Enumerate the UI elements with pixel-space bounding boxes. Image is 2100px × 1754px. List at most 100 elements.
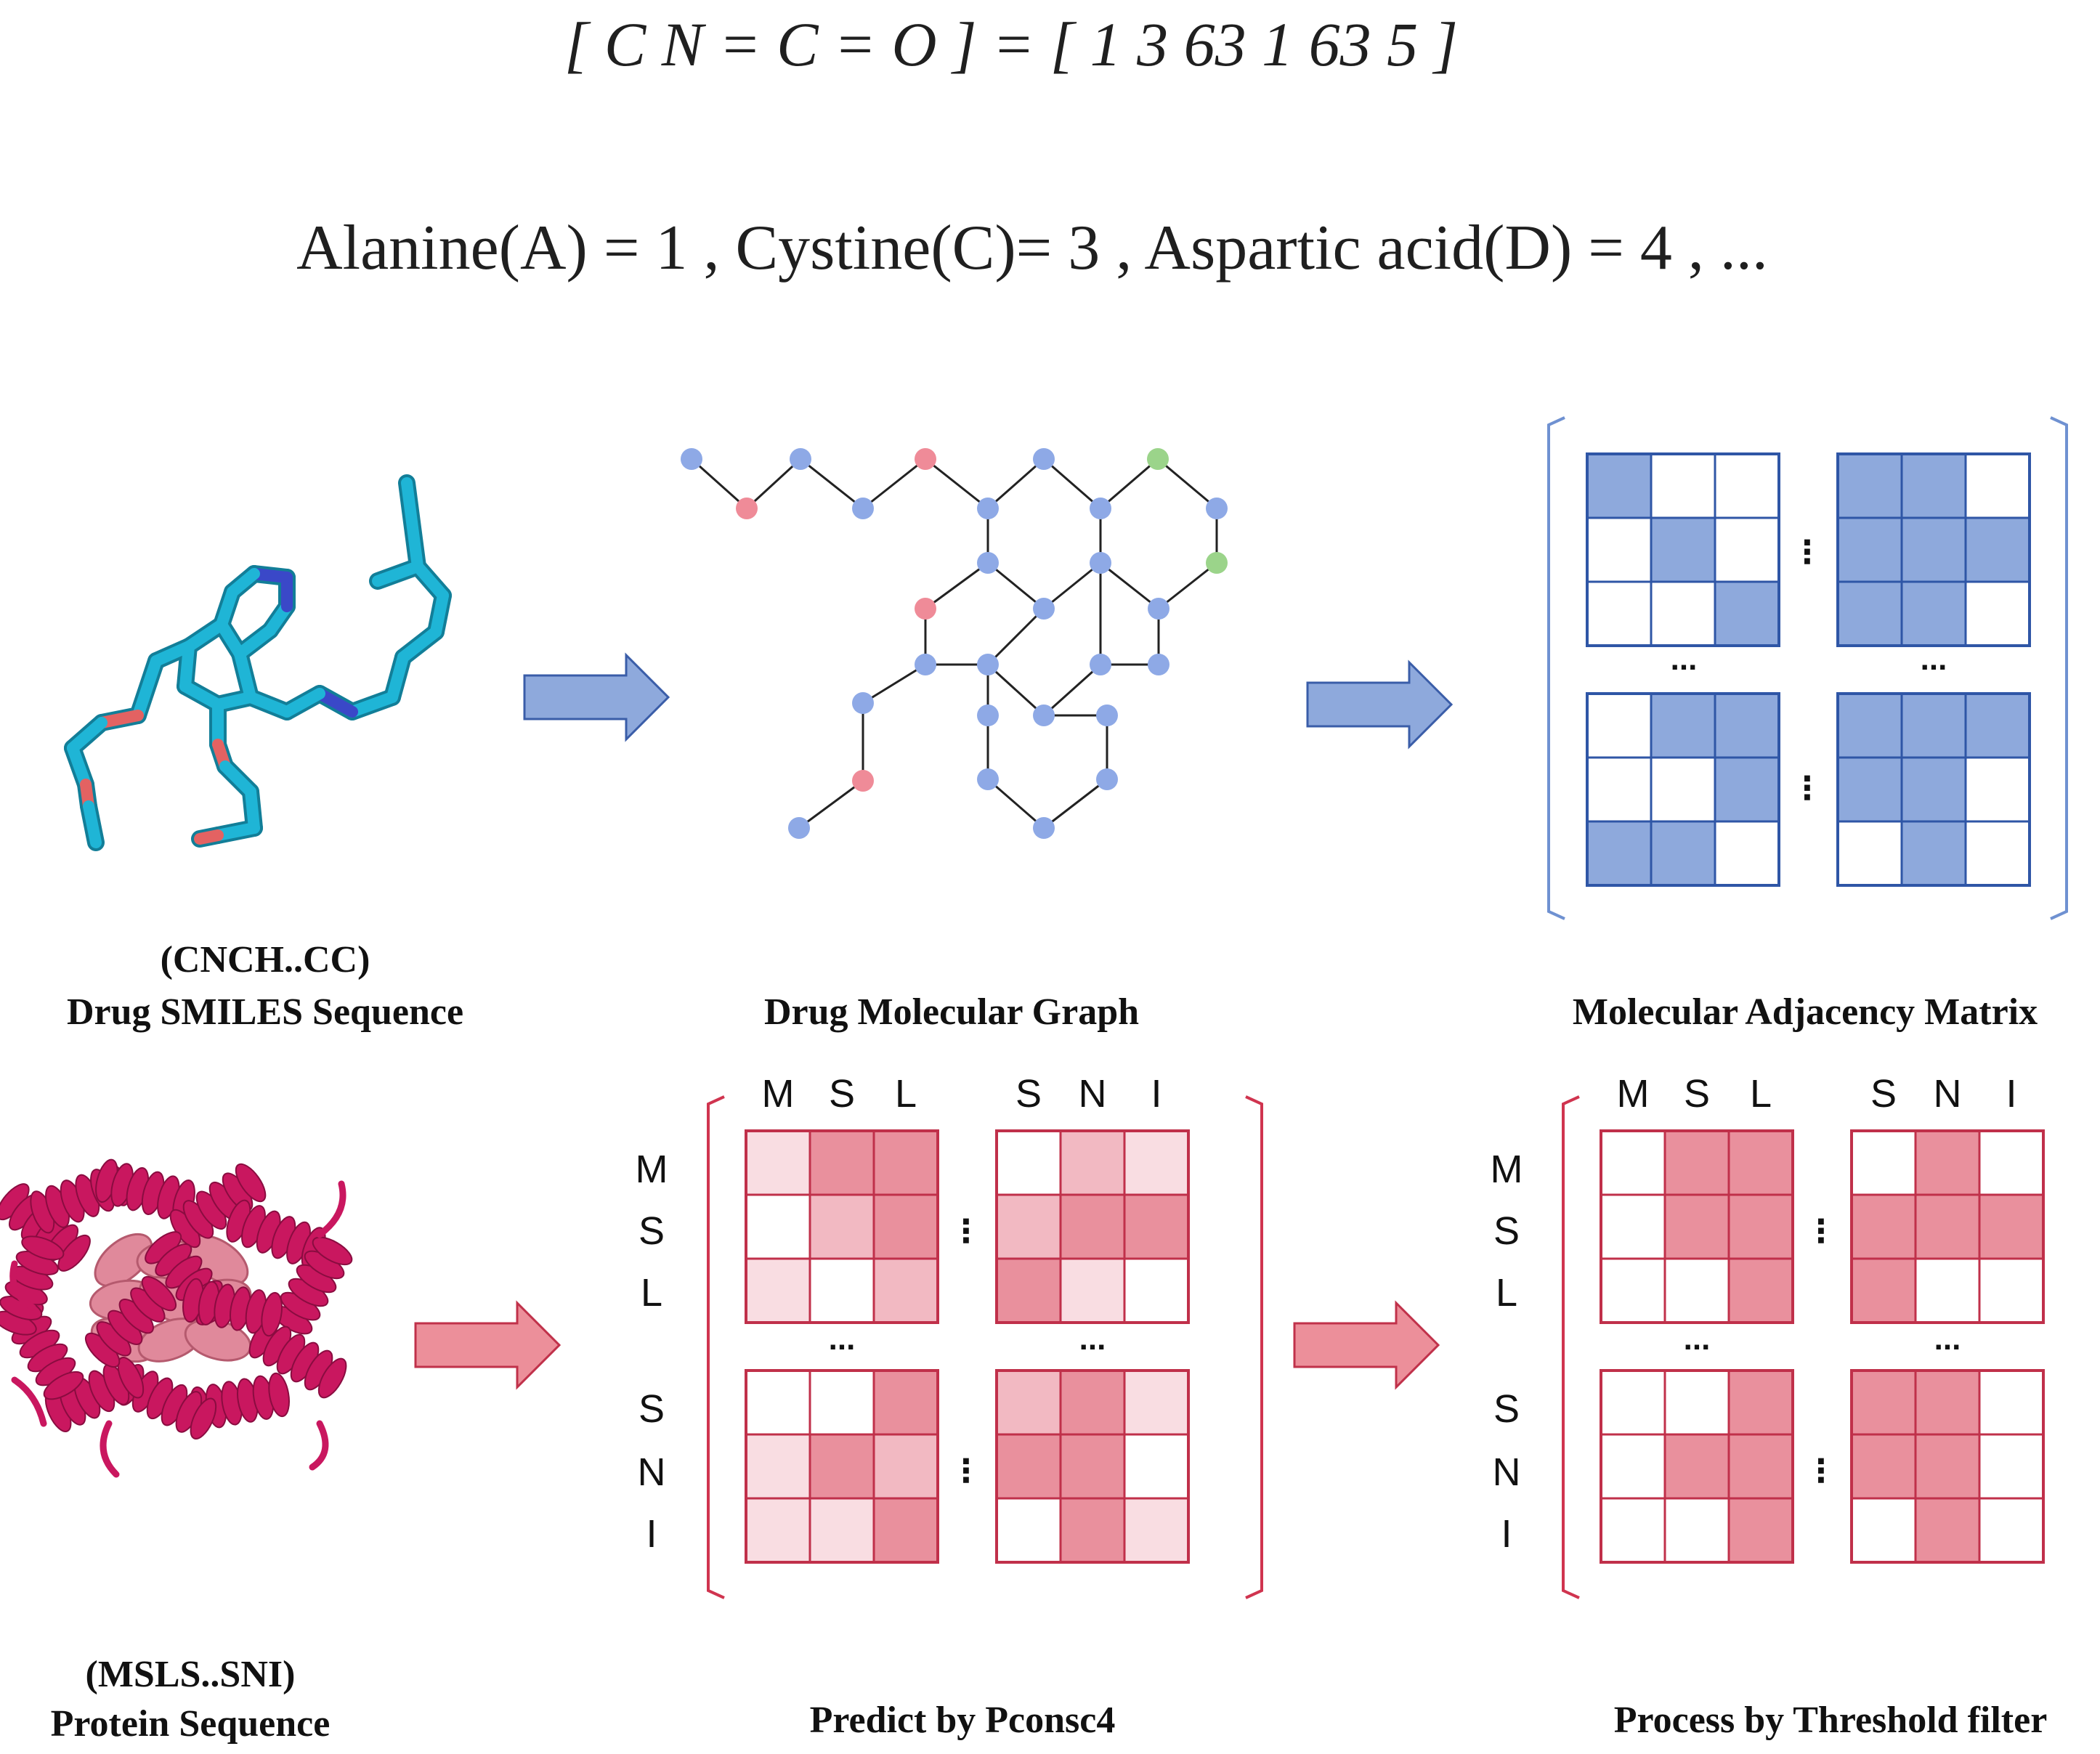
matrix-cell [1123,1433,1190,1500]
caption-protein-short: (MSLS..SNI) [86,1654,296,1695]
matrix-cell [808,1129,875,1196]
matrix-cell [1123,1497,1190,1564]
matrix-cell [1600,1129,1666,1196]
matrix-cell [745,1433,811,1500]
matrix-cell [1914,1193,1981,1260]
matrix-cell [745,1193,811,1260]
matrix-cell [1727,1497,1794,1564]
matrix-cell [1836,692,1903,759]
matrix-cell [808,1257,875,1324]
graph-atom-node [1206,552,1228,574]
vertical-ellipsis: ⋮ [950,1214,982,1249]
matrix-cell [1123,1257,1190,1324]
matrix-cell [1714,452,1780,519]
graph-atom-node [1148,654,1169,675]
matrix-cell [872,1433,939,1500]
matrix-cell [1586,820,1653,887]
matrix-cell [1663,1433,1730,1500]
matrix-cell [995,1129,1062,1196]
matrix-cell [1850,1433,1917,1500]
matrix-cell [1914,1257,1981,1324]
horizontal-ellipsis: ... [1921,641,1947,677]
caption-smiles-sequence: Drug SMILES Sequence [67,991,463,1033]
graph-atom-node [1033,817,1055,839]
matrix-cell [1964,692,2031,759]
column-label: M [762,1072,795,1116]
row-label: L [1496,1271,1517,1315]
graph-atom-node [1147,448,1169,470]
matrix-cell [1663,1193,1730,1260]
matrix-cell [1586,580,1653,647]
matrix-cell [1836,580,1903,647]
drug-molecular-graph [681,448,1228,839]
matrix-cell [1059,1193,1126,1260]
matrix-cell [1663,1129,1730,1196]
graph-atom-node [915,448,936,470]
protein-ribbon-image [0,1158,353,1478]
matrix-cell [995,1497,1062,1564]
graph-atom-node [1033,448,1055,470]
caption-pconsc4: Predict by Pconsc4 [810,1700,1116,1741]
graph-atom-node [1090,654,1111,675]
matrix-cell [1663,1497,1730,1564]
graph-atom-node [852,770,874,792]
graph-atom-node [1090,498,1111,519]
caption-smiles-short: (CNCH..CC) [161,939,370,980]
row-label: S [1493,1209,1520,1253]
graph-atom-node [736,498,758,519]
matrix-cell [1900,516,1967,583]
graph-atom-node [1096,705,1118,726]
matrix-cell [1900,692,1967,759]
matrix-cell [1850,1193,1917,1260]
matrix-cell [1727,1369,1794,1436]
matrix-cell [1836,820,1903,887]
matrix-cell [1978,1433,2045,1500]
matrix-cell [995,1433,1062,1500]
matrix-cell [745,1257,811,1324]
column-label: N [1079,1072,1107,1116]
matrix-cell [1059,1497,1126,1564]
matrix-cell [1900,820,1967,887]
matrix-right-bracket [1245,1095,1263,1599]
graph-atom-node [1206,498,1228,519]
graph-atom-node [1033,705,1055,726]
matrix-cell [1650,516,1716,583]
graph-atom-node [790,448,811,470]
graph-atom-node [852,692,874,714]
row-label: N [638,1450,666,1494]
matrix-cell [1914,1129,1981,1196]
matrix-cell [1600,1497,1666,1564]
graph-atom-node [915,598,936,620]
caption-molecular-graph: Drug Molecular Graph [764,991,1139,1033]
matrix-cell [1914,1369,1981,1436]
horizontal-ellipsis: ... [1079,1321,1106,1357]
caption-protein-sequence: Protein Sequence [51,1703,331,1745]
matrix-cell [872,1129,939,1196]
graph-atom-node [915,654,936,675]
row-label: S [1493,1387,1520,1431]
matrix-cell [1727,1129,1794,1196]
matrix-cell [995,1193,1062,1260]
matrix-cell [1914,1433,1981,1500]
matrix-cell [808,1369,875,1436]
matrix-cell [1059,1257,1126,1324]
graph-atom-node [1033,598,1055,620]
matrix-cell [745,1497,811,1564]
caption-threshold-filter: Process by Threshold filter [1614,1700,2048,1741]
matrix-cell [745,1129,811,1196]
matrix-cell [872,1497,939,1564]
graph-atom-node [977,552,999,574]
column-label: S [829,1072,855,1116]
arrow-graph-to-adjacency [1306,659,1454,750]
matrix-cell [1836,756,1903,823]
matrix-cell [1059,1433,1126,1500]
caption-adjacency-matrix: Molecular Adjacency Matrix [1573,991,2038,1033]
matrix-cell [1727,1193,1794,1260]
vertical-ellipsis: ⋮ [1791,771,1823,806]
matrix-cell [1978,1257,2045,1324]
matrix-cell [1586,516,1653,583]
matrix-cell [1850,1129,1917,1196]
matrix-cell [1650,692,1716,759]
